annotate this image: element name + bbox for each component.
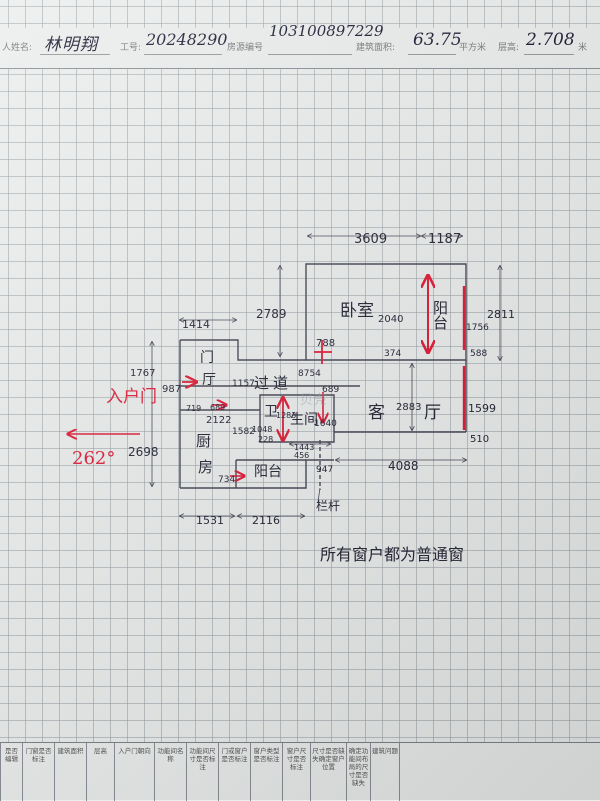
area-underline (408, 54, 456, 55)
checklist-col-9: 窗户类型是否标注 (250, 743, 282, 801)
dim-734: 734 (218, 475, 235, 485)
dim-1767: 1767 (130, 368, 155, 379)
dim-689a: 689 (210, 403, 225, 412)
entry-walls (180, 339, 306, 361)
area-value: 63.75 (413, 30, 462, 50)
dim-1756: 1756 (466, 323, 489, 333)
name-value: 林明翔 (44, 35, 98, 55)
balcony-bottom-label: 阳台 (254, 464, 282, 480)
corridor-label: 过道 (254, 374, 292, 392)
living-label-2: 厅 (424, 403, 441, 423)
bathroom-walls (259, 394, 335, 443)
dim-1187: 1187 (428, 232, 461, 247)
checklist-col-5: 入户门朝向 (114, 743, 154, 801)
checklist-col-10: 窗户尺寸是否标注 (282, 743, 310, 801)
dim-719: 719 (186, 404, 201, 413)
area-unit: 平方米 (459, 43, 487, 53)
dim-2789: 2789 (256, 307, 287, 321)
checklist-col-2: 门窗是否标注 (22, 743, 54, 801)
name-underline (40, 54, 110, 55)
dim-2040: 2040 (378, 314, 403, 325)
dim-1582: 1582 (232, 427, 255, 437)
house-no-label: 房源编号 (227, 43, 264, 53)
checklist-col-6: 功能间名称 (154, 743, 186, 801)
entrance-angle: 262° (72, 448, 115, 469)
room-labels: 卧室 阳台 客 厅 门 厅 过道 卫 生间 厨 房 阳台 (196, 300, 449, 480)
checklist-col-3: 建筑面积 (54, 743, 86, 801)
dim-1414: 1414 (182, 318, 210, 331)
dim-1531: 1531 (196, 514, 224, 527)
work-no-underline (144, 54, 222, 55)
form-header: 人姓名: 林明翔 工号: 20248290 房源编号 103100897229 … (0, 22, 600, 69)
dimension-lines (152, 236, 500, 516)
kitchen-label-2: 房 (198, 458, 213, 476)
work-no-value: 20248290 (146, 30, 228, 49)
area-label: 建筑面积: (356, 43, 396, 53)
dim-588: 588 (470, 349, 487, 359)
dim-1640: 1640 (314, 419, 337, 429)
bottom-wall (180, 459, 334, 489)
bathroom-label-1: 卫 (264, 404, 278, 420)
checklist-col-1: 是否编辑 (0, 743, 22, 801)
window-markers (68, 276, 466, 476)
dim-788: 788 (316, 338, 335, 349)
dim-3609: 3609 (354, 232, 387, 247)
bathroom-label-2: 生间 (290, 412, 318, 428)
dim-1048: 1048 (252, 425, 272, 434)
checklist-col-11: 尺寸是否缺失确定窗户位置 (310, 743, 346, 801)
dim-1443: 1443 (294, 443, 314, 452)
dim-8754: 8754 (298, 369, 321, 379)
floor-height-label: 层高: (498, 43, 520, 53)
name-label: 人姓名: (2, 43, 33, 53)
living-label-1: 客 (368, 403, 385, 423)
dim-2116: 2116 (252, 514, 280, 527)
floor-height-value: 2.708 (526, 30, 575, 50)
bedroom-label: 卧室 (340, 301, 374, 321)
balcony-top-label: 阳台 (431, 300, 449, 330)
house-no-underline (268, 54, 352, 55)
dim-2883: 2883 (396, 402, 421, 413)
dim-456: 456 (294, 451, 309, 460)
entry-label-1: 门 (200, 350, 214, 366)
dim-510: 510 (470, 434, 489, 445)
checklist-col-12: 确定功能间布局的尺寸是否缺失 (346, 743, 370, 801)
windows-note: 所有窗户都为普通窗 (320, 545, 464, 564)
entrance-label: 入户门 (106, 387, 157, 407)
walls (179, 263, 467, 490)
dim-374: 374 (384, 349, 401, 359)
floor-height-underline (524, 54, 574, 55)
dim-947: 947 (316, 465, 333, 475)
dimension-values: 3609 1187 2789 2811 1414 1767 2040 1756 … (128, 232, 515, 527)
dim-2122: 2122 (206, 415, 231, 426)
dim-987: 987 (162, 384, 181, 395)
checklist-col-7: 功能间尺寸是否标注 (186, 743, 218, 801)
watermark: 贝壳 (300, 393, 326, 408)
floor-height-unit: 米 (578, 43, 588, 53)
dim-2698: 2698 (128, 445, 159, 459)
kitchen-label-1: 厨 (196, 432, 211, 450)
house-no-value: 103100897229 (269, 22, 384, 40)
railing-leader (317, 487, 321, 503)
dim-4088: 4088 (388, 459, 419, 473)
checklist-col-13: 建筑问题 (370, 743, 400, 801)
entry-label-2: 厅 (202, 372, 216, 388)
checklist-col-8: 门或窗户是否标注 (218, 743, 250, 801)
work-no-label: 工号: (120, 43, 142, 53)
dim-1283: 1283 (276, 411, 296, 420)
dim-2811: 2811 (487, 308, 515, 321)
dim-689b: 689 (322, 385, 339, 395)
dim-1599: 1599 (468, 402, 496, 415)
review-checklist: 是否编辑 门窗是否标注 建筑面积 层高 入户门朝向 功能间名称 功能间尺寸是否标… (0, 742, 600, 801)
dim-1157: 1157 (232, 379, 255, 389)
dim-228: 228 (258, 435, 273, 444)
railing-label: 栏杆 (316, 498, 340, 513)
checklist-col-4: 层高 (86, 743, 114, 801)
